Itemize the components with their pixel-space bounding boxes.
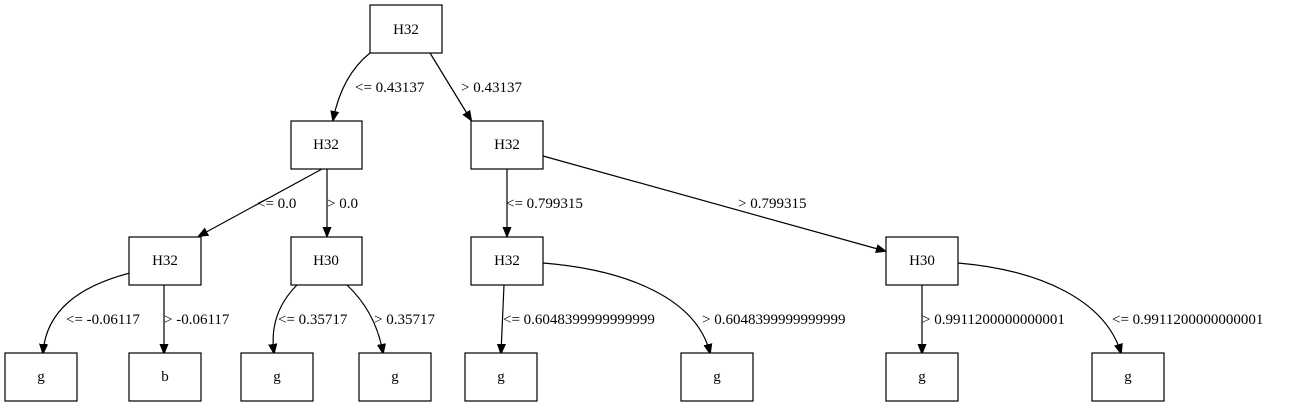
edge-n6-n14: <= 0.9911200000000001 [957, 262, 1263, 353]
node-n13: g [885, 352, 959, 402]
edge-n3-n7: <= -0.06117 [43, 272, 140, 353]
edge-label-n6-n13: > 0.9911200000000001 [922, 312, 1065, 328]
edge-label-n4-n9: <= 0.35717 [278, 312, 348, 328]
edge-n6-n13: > 0.9911200000000001 [922, 285, 1065, 353]
node-label-n1: H32 [313, 137, 339, 153]
edge-n4-n9: <= 0.35717 [273, 284, 348, 353]
edge-label-n5-n11: <= 0.6048399999999999 [503, 312, 655, 328]
edge-n5-n12: > 0.6048399999999999 [542, 262, 845, 353]
edge-n4-n10: > 0.35717 [346, 284, 435, 353]
node-label-n8: b [161, 369, 169, 385]
node-label-n2: H32 [494, 137, 520, 153]
edge-n2-n5: <= 0.799315 [506, 169, 583, 236]
node-n8: b [128, 352, 202, 402]
edges: <= 0.43137 > 0.43137 <= 0.0 > 0.0 <= 0.7… [43, 52, 1263, 353]
edge-label-n2-n6: > 0.799315 [738, 196, 806, 212]
edge-n1-n4: > 0.0 [327, 169, 358, 236]
edge-label-n2-n5: <= 0.799315 [506, 196, 583, 212]
node-n11: g [464, 352, 538, 402]
edge-label-n6-n14: <= 0.9911200000000001 [1112, 312, 1263, 328]
node-n10: g [358, 352, 432, 402]
edge-label-n4-n10: > 0.35717 [374, 312, 435, 328]
node-n6: H30 [885, 236, 959, 286]
node-n7: g [4, 352, 78, 402]
node-label-n13: g [918, 369, 926, 385]
node-label-n7: g [37, 369, 45, 385]
node-label-n9: g [273, 369, 281, 385]
edge-n2-n6: > 0.799315 [542, 155, 885, 251]
node-label-n3: H32 [152, 253, 178, 269]
node-n4: H30 [290, 236, 363, 286]
node-n12: g [680, 352, 754, 402]
node-label-n0: H32 [393, 22, 419, 38]
edge-label-n3-n7: <= -0.06117 [66, 312, 140, 328]
node-label-n11: g [497, 369, 505, 385]
node-label-n12: g [713, 369, 721, 385]
node-label-n4: H30 [313, 253, 339, 269]
node-label-n6: H30 [909, 253, 935, 269]
node-n2: H32 [470, 120, 544, 170]
edge-n0-n1: <= 0.43137 [333, 52, 425, 120]
node-label-n10: g [391, 369, 399, 385]
node-n5: H32 [470, 236, 544, 286]
node-label-n5: H32 [494, 253, 520, 269]
edge-n1-n3: <= 0.0 [199, 168, 323, 236]
edge-label-n0-n2: > 0.43137 [461, 80, 522, 96]
edge-label-n3-n8: > -0.06117 [164, 312, 230, 328]
node-n3: H32 [128, 236, 202, 286]
edge-n0-n2: > 0.43137 [429, 52, 522, 120]
node-n14: g [1091, 352, 1165, 402]
edge-label-n0-n1: <= 0.43137 [355, 80, 425, 96]
edge-label-n5-n12: > 0.6048399999999999 [702, 312, 845, 328]
edge-n5-n11: <= 0.6048399999999999 [501, 284, 655, 353]
node-n1: H32 [290, 120, 363, 170]
edge-label-n1-n4: > 0.0 [327, 196, 358, 212]
nodes: H32 H32 H32 H32 H30 H32 H30 g [4, 4, 1165, 402]
edge-n3-n8: > -0.06117 [164, 285, 230, 353]
node-label-n14: g [1124, 369, 1132, 385]
edge-label-n1-n3: <= 0.0 [257, 196, 296, 212]
node-n9: g [240, 352, 314, 402]
node-n0: H32 [369, 4, 443, 54]
